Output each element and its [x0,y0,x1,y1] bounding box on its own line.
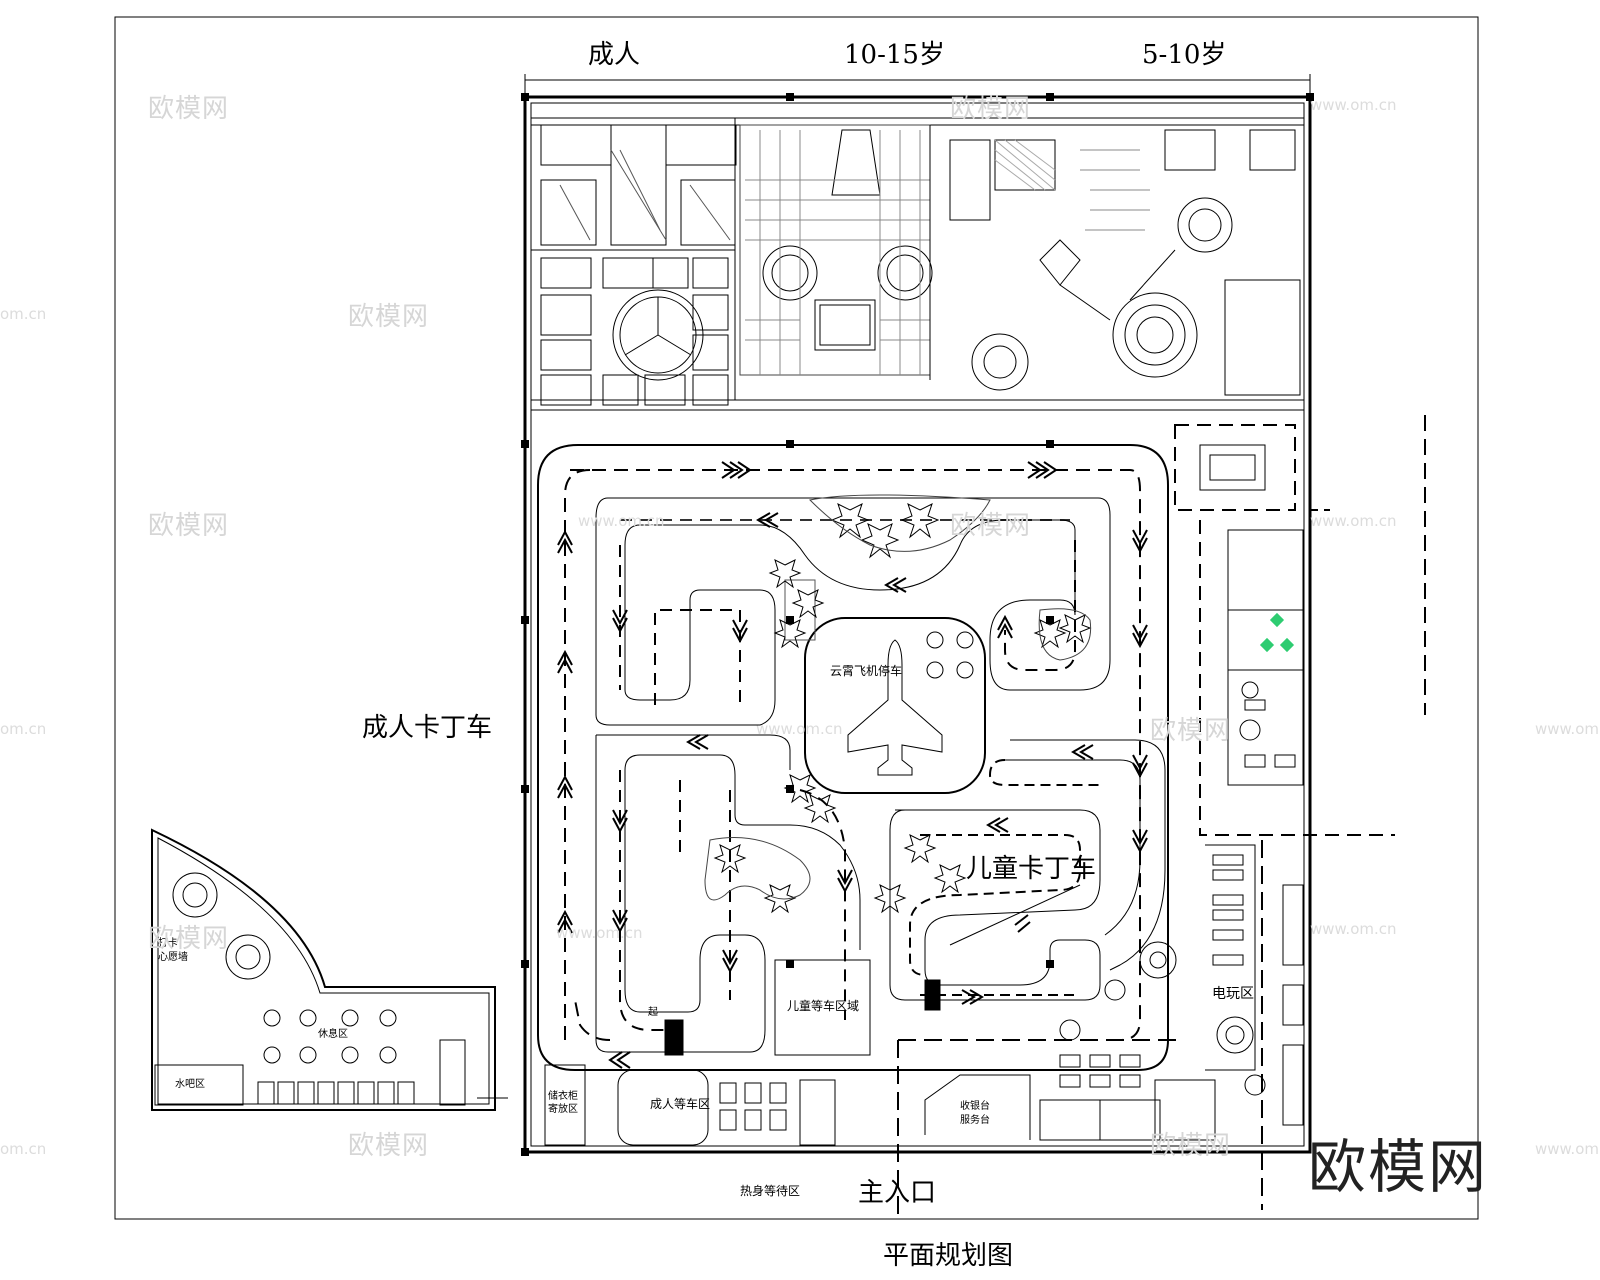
building-outline [523,95,1312,1154]
adult-waiting-label: 成人等车区 [650,1097,711,1111]
direction-arrows [557,461,1148,1069]
cashier-label: 收银台 服务台 [960,1101,990,1126]
warmup-label: 热身等待区 [740,1184,801,1198]
plane-icon [847,639,943,776]
watermark-url: www.om.cn [578,512,665,530]
watermark: 欧模网 [148,94,230,124]
wish-wall-label: 打卡 心愿墙 [158,938,188,963]
watermark-url: www.om.cn [756,720,843,738]
start-label: 起 [648,1007,658,1018]
watermark-url: om.cn [0,305,47,323]
kids-kart-label: 儿童卡丁车 [966,854,1097,884]
brand-logo: 欧模网 [1308,1133,1489,1201]
watermark: 欧模网 [1150,716,1232,746]
watermark: 欧模网 [348,302,430,332]
sheet-border [114,16,1479,1220]
watermark: 欧模网 [1150,1131,1232,1161]
columns [521,93,1314,1156]
annex-building [151,828,508,1111]
kids-kart-track [664,739,1166,1056]
watermark-url: www.om.cn [1535,1140,1600,1158]
tables [263,1009,397,1064]
locker-label: 储衣柜 寄放区 [548,1091,578,1115]
watermark: 欧模网 [148,924,230,954]
plane-label: 云霄飞机停车 [830,664,903,678]
plan-title: 平面规划图 [883,1241,1014,1271]
watermark-url: www.om.cn [1535,720,1600,738]
watermark-url: om.cn [0,720,47,738]
watermark-url: www.om.cn [556,924,643,942]
watermark-url: www.om.cn [1310,512,1397,530]
watermark: 欧模网 [348,1131,430,1161]
zone-label-teen: 10-15岁 [844,40,945,70]
watermark: 欧模网 [148,511,230,541]
adult-kart-track [537,444,1169,1071]
zone-label-adult: 成人 [588,40,641,70]
adult-kart-label: 成人卡丁车 [362,713,493,743]
kids-waiting-label: 儿童等车区域 [787,999,860,1013]
watermark-url: www.om.cn [1310,920,1397,938]
bar-label: 水吧区 [175,1079,205,1090]
main-entrance-label: 主入口 [858,1178,937,1208]
watermark-url: om.cn [0,1140,47,1158]
watermark-url: www.om.cn [1310,96,1397,114]
zone-label-kids: 5-10岁 [1142,40,1227,70]
rest-label: 休息区 [318,1029,348,1040]
arcade-label: 电玩区 [1212,986,1254,1002]
watermark: 欧模网 [950,94,1032,124]
tree-icons [713,503,1092,914]
green-seats [1259,612,1295,653]
watermark: 欧模网 [950,511,1032,541]
